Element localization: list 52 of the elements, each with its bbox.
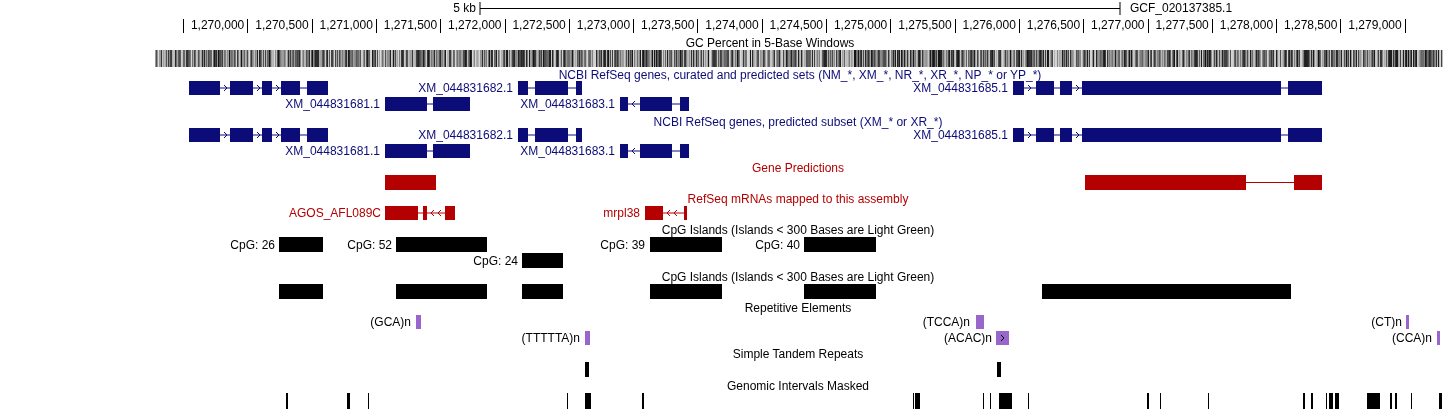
track-title: Simple Tandem Repeats [732, 347, 864, 361]
gene-label: XM_044831682.1 [418, 128, 513, 142]
track-title: GC Percent in 5-Base Windows [685, 36, 855, 50]
cpg-label: CpG: 26 [230, 238, 275, 252]
repeat-label: (ACAC)n [944, 331, 992, 345]
coordinate-label: 1,278,000 [1219, 18, 1274, 32]
track-title: RefSeq mRNAs mapped to this assembly [687, 192, 909, 206]
coordinate-label: 1,276,000 [962, 18, 1016, 32]
track-title: Genomic Intervals Masked [726, 379, 870, 393]
gene-label: XM_044831681.1 [285, 144, 380, 158]
coordinate-label: 1,273,000 [576, 18, 631, 32]
gene-label: XM_044831685.1 [913, 81, 1008, 95]
gene-label: XM_044831683.1 [520, 144, 615, 158]
track-title: CpG Islands (Islands < 300 Bases are Light Green) [661, 270, 935, 284]
cpg-label: CpG: 24 [473, 254, 518, 268]
cpg-label: CpG: 39 [600, 238, 645, 252]
gene-label: XM_044831685.1 [913, 128, 1008, 142]
coordinate-label: 1,275,500 [898, 18, 952, 32]
gene-label: AGOS_AFL089C [288, 206, 381, 220]
coordinate-label: 1,277,500 [1155, 18, 1209, 32]
coordinate-label: 1,274,000 [705, 18, 759, 32]
cpg-label: CpG: 52 [347, 238, 392, 252]
track-title: Repetitive Elements [744, 301, 852, 315]
coordinate-label: 1,272,500 [512, 18, 566, 32]
gene-label: XM_044831683.1 [520, 97, 615, 111]
coordinate-label: 1,274,500 [769, 18, 823, 32]
coordinate-label: 1,270,000 [190, 18, 245, 32]
repeat-label: (CT)n [1371, 315, 1402, 329]
coordinate-label: 1,275,000 [833, 18, 888, 32]
coordinate-label: 1,279,000 [1348, 18, 1402, 32]
gene-label: XM_044831682.1 [418, 81, 513, 95]
track-title: CpG Islands (Islands < 300 Bases are Light Green) [661, 223, 935, 237]
coordinate-label: 1,270,500 [255, 18, 309, 32]
coordinate-label: 1,271,500 [383, 18, 438, 32]
track-title: NCBI RefSeq genes, curated and predicted sets (NM_*, XM_*, NR_*, XR_*, NP_* or YP_*) [558, 68, 1042, 82]
coordinate-label: 1,277,000 [1091, 18, 1145, 32]
repeat-label: (TCCA)n [922, 315, 970, 329]
gene-label: mrpl38 [603, 206, 640, 220]
coordinate-label: 1,276,500 [1026, 18, 1081, 32]
track-title: Gene Predictions [751, 161, 845, 175]
repeat-label: (CCA)n [1392, 331, 1432, 345]
assembly-label: GCF_020137385.1 [1130, 1, 1233, 15]
track-title: NCBI RefSeq genes, predicted subset (XM_* or XR_*) [653, 115, 943, 129]
scale-label: 5 kb [453, 1, 476, 15]
gene-label: XM_044831681.1 [285, 97, 380, 111]
coordinate-label: 1,272,000 [448, 18, 502, 32]
coordinate-label: 1,278,500 [1284, 18, 1338, 32]
repeat-label: (GCA)n [370, 315, 411, 329]
cpg-label: CpG: 40 [755, 238, 800, 252]
repeat-label: (TTTTTA)n [521, 331, 580, 345]
coordinate-label: 1,273,500 [641, 18, 695, 32]
coordinate-label: 1,271,000 [319, 18, 373, 32]
